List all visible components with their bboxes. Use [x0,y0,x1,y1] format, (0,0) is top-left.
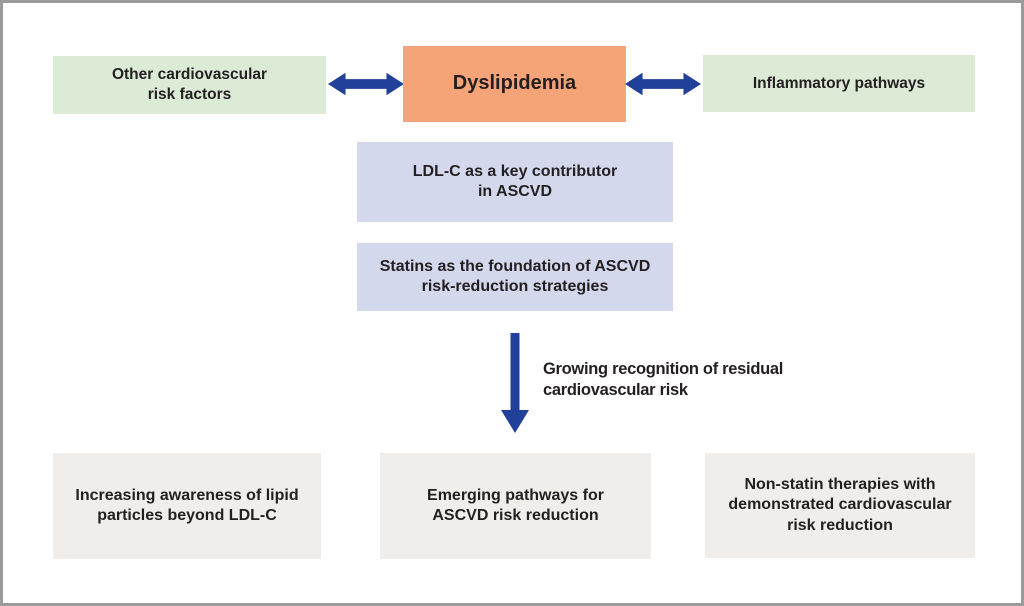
non-statin-therapies-box: Non-statin therapies with demonstrated c… [705,453,975,558]
box-label-line: Increasing awareness of lipid [75,486,299,504]
lipid-particles-awareness-box: Increasing awareness of lipid particles … [53,453,321,559]
double-headed-arrow-icon [625,70,701,98]
box-label-line: LDL-C as a key contributor [412,162,618,180]
box-label-line: ASCVD risk reduction [432,507,599,524]
box-label-line: risk reduction [787,516,893,534]
box-label-line: Other cardiovascular [111,66,268,84]
annotation-line: cardiovascular risk [543,381,688,400]
inflammatory-pathways-box: Inflammatory pathways [703,55,975,112]
box-label-line: Inflammatory pathways [752,74,926,92]
other-cardiovascular-risk-factors-box: Other cardiovascular risk factors [53,56,326,114]
residual-risk-annotation: Growing recognition of residual cardiova… [543,359,783,402]
ldlc-key-contributor-box: LDL-C as a key contributor in ASCVD [357,142,673,222]
emerging-pathways-box: Emerging pathways for ASCVD risk reducti… [380,453,651,559]
annotation-line: Growing recognition of residual [543,360,784,378]
box-label-line: Dyslipidemia [452,72,577,95]
down-arrow-icon [501,333,529,433]
box-label-line: Emerging pathways for [427,486,604,504]
dyslipidemia-box: Dyslipidemia [403,46,626,122]
box-label-line: Non-statin therapies with [744,475,936,493]
statins-foundation-box: Statins as the foundation of ASCVD risk-… [357,243,673,311]
box-label-line: risk-reduction strategies [421,278,609,295]
box-label-line: in ASCVD [477,183,553,200]
double-headed-arrow-icon [328,70,404,98]
box-label-line: demonstrated cardiovascular [728,496,952,514]
box-label-line: Statins as the foundation of ASCVD [379,257,651,275]
box-label-line: risk factors [147,86,232,103]
box-label-line: particles beyond LDL-C [97,507,277,524]
